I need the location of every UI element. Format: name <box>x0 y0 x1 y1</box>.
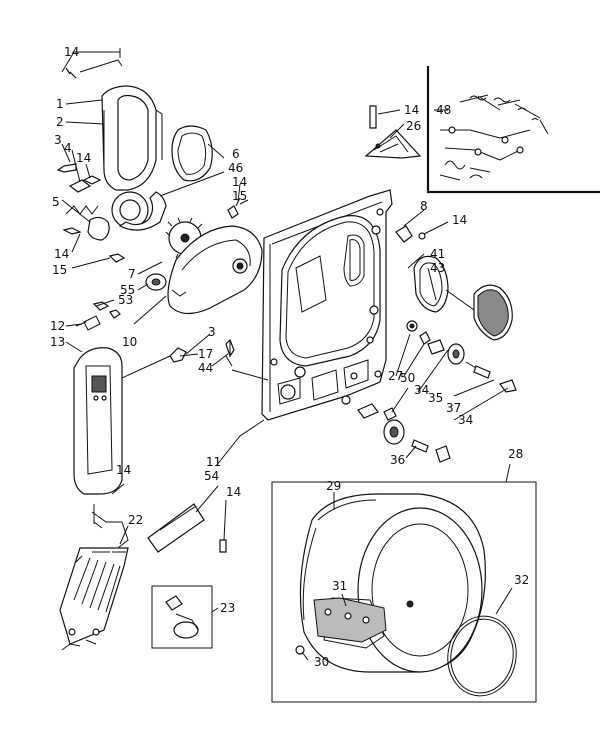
callout-3: 3 <box>208 325 216 339</box>
callout-46: 46 <box>228 161 243 175</box>
callout-36: 36 <box>390 453 405 467</box>
blower-housing-assembly <box>56 48 249 263</box>
callout-30: 30 <box>314 655 329 669</box>
callout-35: 35 <box>428 391 443 405</box>
callout-31: 31 <box>332 579 347 593</box>
callout-48: 48 <box>436 103 451 117</box>
callout-26: 26 <box>406 119 421 133</box>
callout-23: 23 <box>220 601 235 615</box>
callout-43: 43 <box>430 261 445 275</box>
callout-10: 10 <box>122 335 137 349</box>
callout-22: 22 <box>128 513 143 527</box>
leader-lines <box>61 99 513 661</box>
callout-55: 55 <box>120 283 135 297</box>
callout-6: 6 <box>232 147 240 161</box>
callout-14: 14 <box>116 463 131 477</box>
callout-27: 27 <box>388 369 403 383</box>
callout-14: 14 <box>226 485 241 499</box>
wire-harness-inset <box>426 66 600 194</box>
callout-29: 29 <box>326 479 341 493</box>
callout-14: 14 <box>452 213 467 227</box>
callout-11: 11 <box>206 455 221 469</box>
callout-17: 17 <box>198 347 213 361</box>
callout-5: 5 <box>52 195 60 209</box>
callout-7: 7 <box>128 267 136 281</box>
callout-37: 37 <box>446 401 461 415</box>
callout-54: 54 <box>204 469 219 483</box>
drum-assembly <box>271 481 537 703</box>
callout-14: 14 <box>232 175 247 189</box>
callout-41: 41 <box>430 247 445 261</box>
callout-28: 28 <box>508 447 523 461</box>
callout-44: 44 <box>198 361 213 375</box>
callout-2: 2 <box>56 115 64 129</box>
callout-labels: 14 1 2 3 4 14 5 14 15 6 46 14 15 7 55 53… <box>50 45 529 669</box>
small-bottom-parts <box>147 503 227 649</box>
callout-14: 14 <box>54 247 69 261</box>
callout-32: 32 <box>514 573 529 587</box>
callout-14: 14 <box>76 151 91 165</box>
callout-3: 3 <box>54 133 62 147</box>
callout-14: 14 <box>64 45 79 59</box>
callout-50: 50 <box>400 371 415 385</box>
callout-15: 15 <box>232 189 247 203</box>
callout-53: 53 <box>118 293 133 307</box>
callout-15: 15 <box>52 263 67 277</box>
callout-8: 8 <box>420 199 428 213</box>
callout-14: 14 <box>404 103 419 117</box>
callout-12: 12 <box>50 319 65 333</box>
callout-4: 4 <box>64 141 72 155</box>
callout-1: 1 <box>56 97 64 111</box>
callout-13: 13 <box>50 335 65 349</box>
exhaust-duct-and-heater <box>59 315 235 651</box>
rear-bulkhead <box>261 189 393 421</box>
callout-34: 34 <box>458 413 473 427</box>
drum-rollers <box>341 320 517 463</box>
callout-34: 34 <box>414 383 429 397</box>
lint-filter-parts <box>364 105 513 341</box>
blower-cover-assembly <box>92 225 263 319</box>
